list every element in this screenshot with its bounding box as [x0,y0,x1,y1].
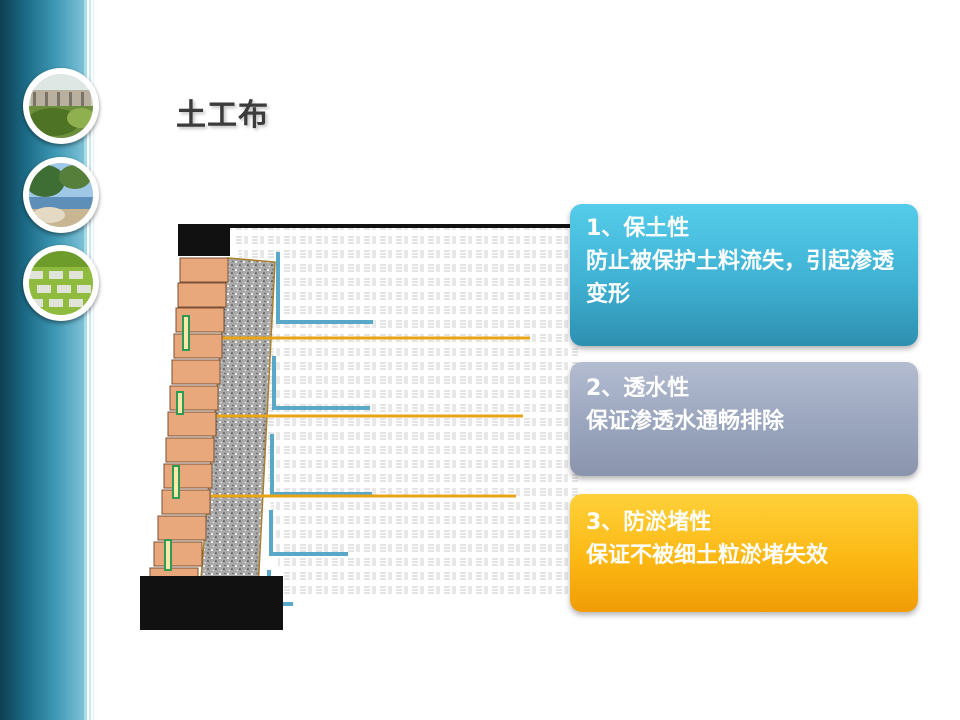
wall-footing [140,576,283,630]
card-heading: 1、保土性 [586,216,690,241]
property-card-anti-clogging: 3、防淤堵性 保证不被细土粒淤堵失效 [570,494,918,612]
sidebar-stripe [93,0,94,720]
card-heading: 3、防淤堵性 [586,510,712,535]
page-title: 土工布 [176,98,269,133]
anchor-rods [170,336,530,498]
sidebar-stripe [89,0,91,720]
geotextile-layers [267,252,373,606]
sidebar-stripe [84,0,87,720]
property-card-soil-retention: 1、保土性 防止被保护土料流失，引起渗透变形 [570,204,918,346]
card-heading: 2、透水性 [586,376,690,401]
wall-cap [178,226,230,256]
card-description: 保证渗透水通畅排除 [586,409,785,434]
garden-path-photo-icon [23,68,99,144]
lakeside-trees-photo-icon [23,157,99,233]
card-description: 保证不被细土粒淤堵失效 [586,543,829,568]
property-card-permeability: 2、透水性 保证渗透水通畅排除 [570,362,918,476]
retaining-wall-diagram [138,220,578,644]
brick-wall [149,257,229,593]
grass-paver-photo-icon [23,245,99,321]
card-description: 防止被保护土料流失，引起渗透变形 [586,249,895,307]
backfill-soil [230,228,578,600]
drain-holes [164,315,190,571]
